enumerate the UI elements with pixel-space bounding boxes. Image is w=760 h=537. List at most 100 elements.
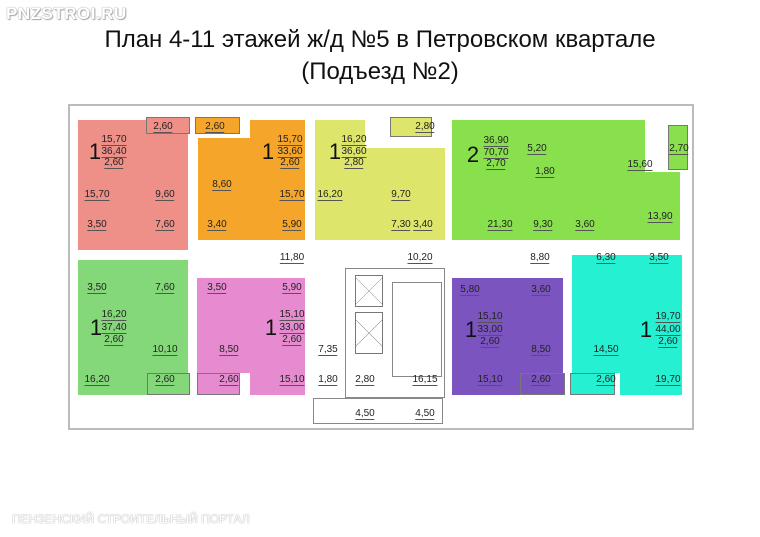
area-label: 3,60 [531, 284, 551, 296]
stairwell [392, 282, 442, 377]
area-label: 3,40 [413, 219, 433, 231]
area-label: 7,60 [155, 282, 175, 294]
area-label: 3,60 [575, 219, 595, 231]
room-count-label: 1 [89, 315, 103, 340]
area-label: 8,50 [219, 344, 239, 356]
apartment-7-area [452, 278, 520, 395]
area-label: 4,50 [415, 408, 435, 420]
apartment-6-area [250, 300, 305, 395]
room-count-label: 1 [639, 317, 653, 342]
area-label: 2,60 [280, 157, 300, 169]
area-label: 9,30 [533, 219, 553, 231]
area-label: 8,50 [531, 344, 551, 356]
area-label: 3,40 [207, 219, 227, 231]
area-label: 10,10 [152, 344, 178, 356]
area-label: 33,60 [277, 146, 303, 158]
area-label: 5,20 [527, 143, 547, 155]
area-label: 70,70 [483, 147, 509, 159]
area-label: 2,60 [205, 121, 225, 133]
apartment-7-balcony [520, 373, 565, 395]
area-label: 15,10 [279, 309, 305, 321]
area-label: 9,70 [391, 189, 411, 201]
area-label: 8,80 [530, 252, 550, 264]
area-label: 11,80 [279, 252, 305, 264]
area-label: 15,60 [627, 159, 653, 171]
area-label: 44,00 [655, 324, 681, 336]
area-label: 4,50 [355, 408, 375, 420]
area-label: 3,50 [87, 282, 107, 294]
area-label: 2,80 [355, 374, 375, 386]
apartment-2-area [250, 120, 305, 240]
apartment-5-area [78, 260, 188, 395]
area-label: 15,10 [477, 374, 503, 386]
area-label: 7,35 [318, 344, 338, 356]
area-label: 2,60 [480, 336, 500, 348]
apartment-2-balcony [195, 117, 240, 134]
area-label: 13,90 [647, 211, 673, 223]
area-label: 33,00 [477, 324, 503, 336]
area-label: 3,50 [649, 252, 669, 264]
area-label: 2,60 [155, 374, 175, 386]
room-count-label: 1 [264, 315, 278, 340]
area-label: 19,70 [655, 374, 681, 386]
area-label: 2,60 [219, 374, 239, 386]
portal-watermark: ПЕНЗЕНСКИЙ СТРОИТЕЛЬНЫЙ ПОРТАЛ [12, 512, 250, 526]
area-label: 2,60 [658, 336, 678, 348]
area-label: 14,50 [593, 344, 619, 356]
area-label: 19,70 [655, 311, 681, 323]
area-label: 15,70 [279, 189, 305, 201]
area-label: 3,50 [87, 219, 107, 231]
area-label: 2,70 [486, 158, 506, 170]
area-label: 5,90 [282, 282, 302, 294]
area-label: 36,90 [483, 135, 509, 147]
area-label: 2,60 [531, 374, 551, 386]
area-label: 15,10 [279, 374, 305, 386]
area-label: 3,50 [207, 282, 227, 294]
area-label: 5,90 [282, 219, 302, 231]
apartment-2-area [198, 138, 250, 240]
area-label: 2,60 [282, 334, 302, 346]
area-label: 1,80 [318, 374, 338, 386]
apartment-4-area [570, 172, 680, 240]
area-label: 5,80 [460, 284, 480, 296]
area-label: 2,60 [153, 121, 173, 133]
plan-title: План 4-11 этажей ж/д №5 в Петровском ква… [104, 26, 656, 53]
apartment-6-balcony [197, 373, 240, 395]
area-label: 2,80 [415, 121, 435, 133]
area-label: 7,30 [391, 219, 411, 231]
apartment-3-area [315, 120, 365, 240]
plan-subtitle: (Подъезд №2) [301, 58, 459, 85]
elevator-shaft [355, 275, 383, 307]
elevator-shaft [355, 312, 383, 354]
area-label: 33,00 [279, 322, 305, 334]
apartment-4-area [570, 120, 645, 172]
room-count-label: 1 [464, 317, 478, 342]
area-label: 15,70 [101, 134, 127, 146]
area-label: 2,60 [104, 334, 124, 346]
apartment-3-area [365, 148, 445, 240]
area-label: 36,60 [341, 146, 367, 158]
area-label: 36,40 [101, 146, 127, 158]
area-label: 16,20 [317, 189, 343, 201]
apartment-4-area [452, 120, 570, 240]
area-label: 21,30 [487, 219, 513, 231]
apartment-1-balcony [146, 117, 190, 134]
area-label: 16,20 [341, 134, 367, 146]
area-label: 16,20 [84, 374, 110, 386]
area-label: 10,20 [407, 252, 433, 264]
apartment-8-balcony [570, 373, 615, 395]
area-label: 15,10 [477, 311, 503, 323]
area-label: 15,70 [277, 134, 303, 146]
apartment-8-area [620, 255, 682, 395]
room-count-label: 1 [88, 139, 102, 164]
area-label: 8,60 [212, 179, 232, 191]
area-label: 16,15 [412, 374, 438, 386]
area-label: 2,60 [104, 157, 124, 169]
area-label: 16,20 [101, 309, 127, 321]
apartment-4-balcony [668, 125, 688, 170]
apartment-1-area [78, 120, 188, 250]
area-label: 37,40 [101, 322, 127, 334]
area-label: 6,30 [596, 252, 616, 264]
area-label: 2,60 [596, 374, 616, 386]
